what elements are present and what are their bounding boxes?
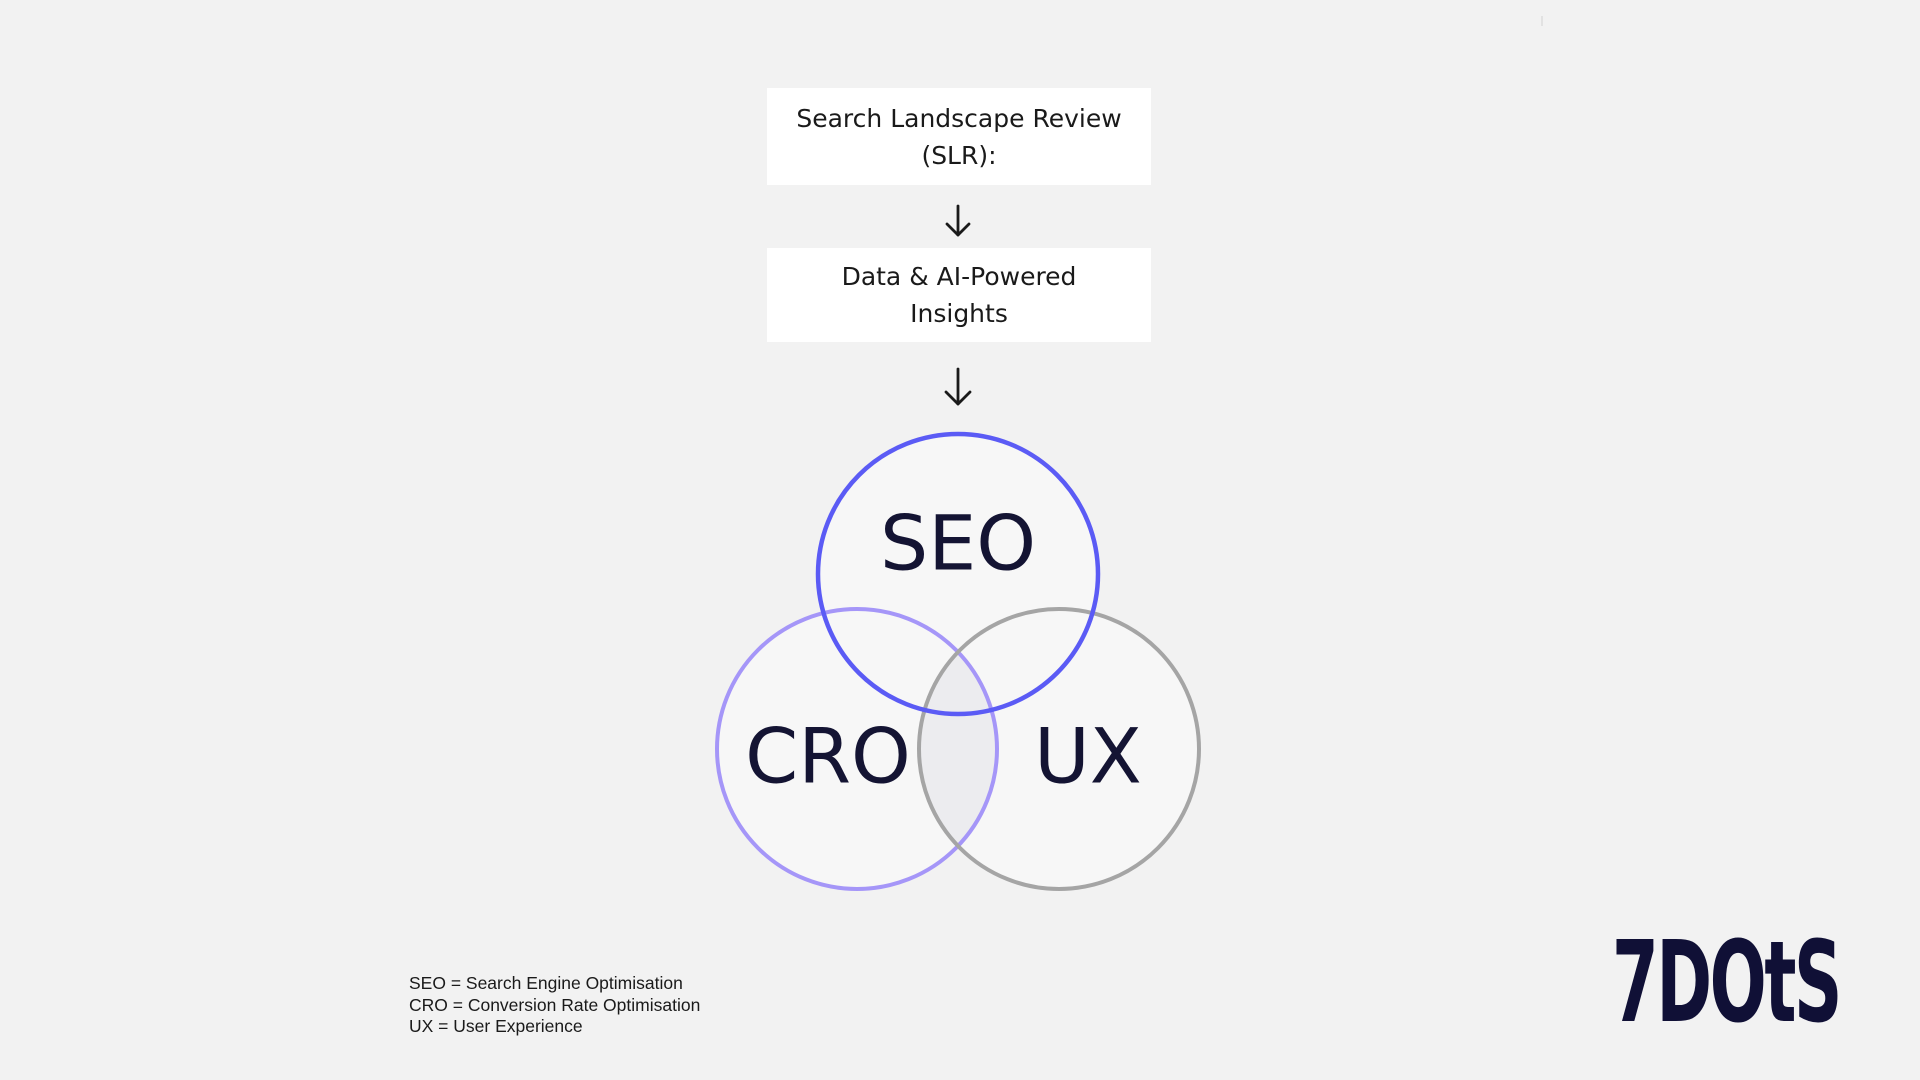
step-1-line-2: (SLR):	[921, 140, 997, 170]
ux-circle-fill	[919, 609, 1199, 889]
speck-mark	[1541, 16, 1543, 26]
legend-ux: UX = User Experience	[409, 1016, 583, 1036]
legend-seo: SEO = Search Engine Optimisation	[409, 973, 683, 993]
venn-diagram: SEO CRO UX	[715, 431, 1201, 891]
step-2-line-1: Data & AI-Powered	[841, 262, 1077, 291]
legend-cro: CRO = Conversion Rate Optimisation	[409, 994, 701, 1015]
7dots-logo: 7DOtS	[1612, 918, 1842, 1028]
abbreviation-legend: SEO = Search Engine Optimisation CRO = C…	[409, 973, 700, 1038]
logo-text: 7DOtS	[1612, 918, 1840, 1028]
arrow-down-icon	[944, 367, 972, 406]
arrow-down-icon	[945, 204, 971, 237]
step-1-line-1: Search Landscape Review	[796, 103, 1122, 133]
ux-label: UX	[1034, 712, 1142, 801]
ux-circle	[917, 607, 1201, 891]
step-search-landscape-review: Search Landscape Review (SLR):	[767, 88, 1151, 185]
step-2-line-2: Insights	[910, 299, 1008, 328]
cro-circle-fill	[717, 609, 997, 889]
cro-circle	[715, 607, 999, 891]
seo-circle	[815, 431, 1101, 717]
step-data-ai-insights: Data & AI-Powered Insights	[767, 248, 1151, 342]
seo-label: SEO	[880, 499, 1036, 588]
cro-label: CRO	[745, 712, 911, 801]
